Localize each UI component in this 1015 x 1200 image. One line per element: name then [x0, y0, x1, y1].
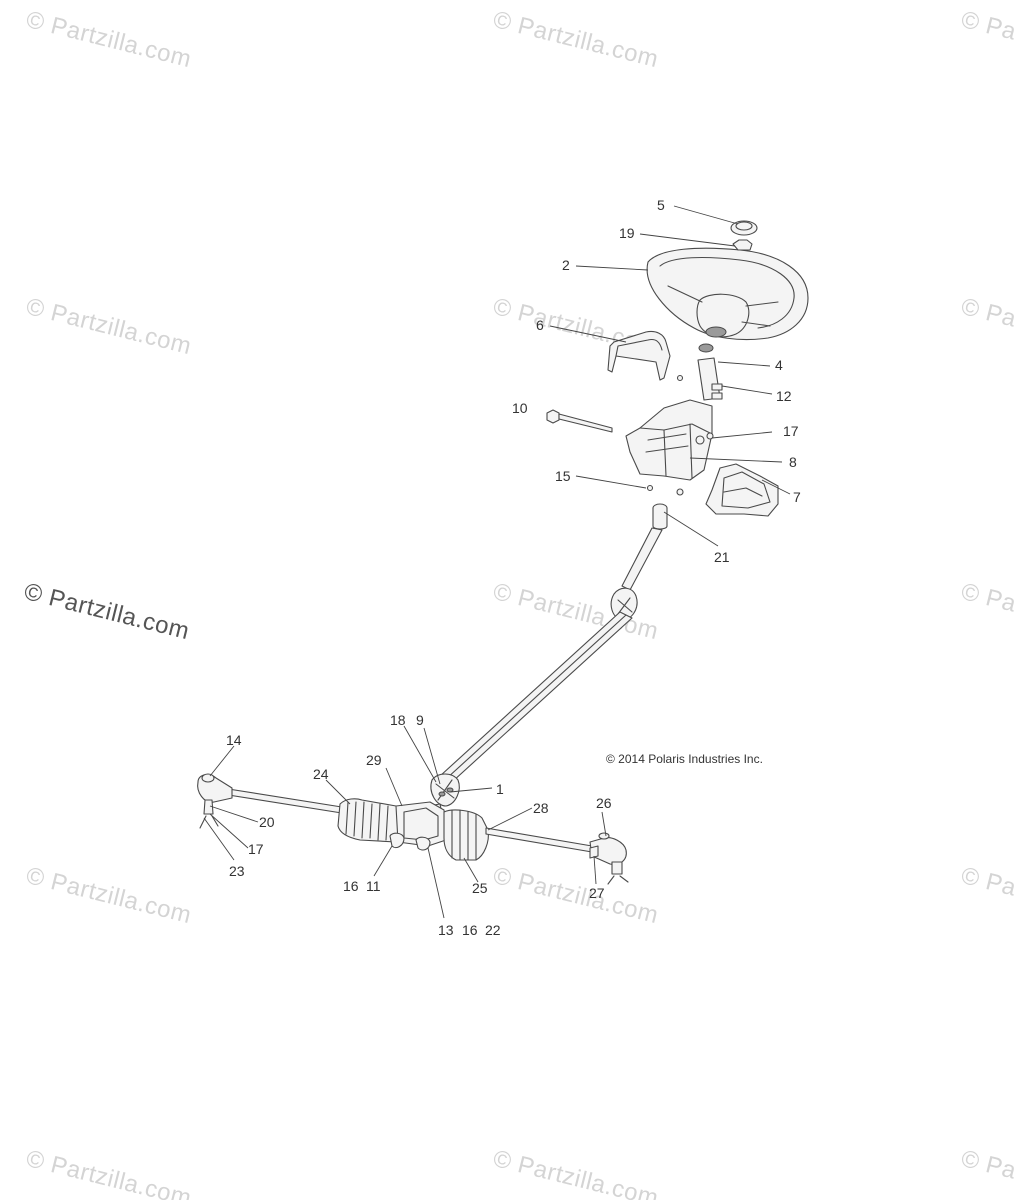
callout-17: 17 — [783, 423, 799, 439]
callout-27: 27 — [589, 885, 605, 901]
callout-11: 11 — [366, 878, 381, 894]
steering-rack — [197, 773, 629, 885]
callout-14: 14 — [226, 732, 242, 748]
steering-shaft — [439, 527, 663, 783]
callout-18: 18 — [390, 712, 406, 728]
steering-wheel — [646, 247, 809, 341]
callout-20: 20 — [259, 814, 275, 830]
callout-17b: 17 — [248, 841, 264, 857]
hub-cap — [730, 220, 758, 236]
callout-7: 7 — [793, 489, 801, 505]
callout-6: 6 — [536, 317, 544, 333]
column-clip — [676, 374, 723, 400]
callout-19: 19 — [619, 225, 635, 241]
column-bearing — [697, 343, 721, 401]
callouts: 5 19 2 6 4 12 10 17 8 15 7 21 18 9 1 14 … — [226, 197, 801, 938]
callout-2: 2 — [562, 257, 570, 273]
callout-15: 15 — [555, 468, 571, 484]
callout-29: 29 — [366, 752, 382, 768]
callout-16b: 16 — [462, 922, 478, 938]
callout-16: 16 — [343, 878, 359, 894]
wheel-nut — [732, 239, 753, 251]
callout-28: 28 — [533, 800, 549, 816]
callout-4: 4 — [775, 357, 783, 373]
callout-10: 10 — [512, 400, 528, 416]
column-cover — [607, 330, 671, 381]
lower-bearing — [652, 503, 668, 530]
callout-24: 24 — [313, 766, 329, 782]
copyright-note: © 2014 Polaris Industries Inc. — [606, 752, 763, 766]
callout-12: 12 — [776, 388, 792, 404]
leader-lines — [203, 205, 791, 919]
lower-cover — [705, 463, 779, 517]
column-bracket — [625, 399, 714, 496]
callout-5: 5 — [657, 197, 665, 213]
callout-25: 25 — [472, 880, 488, 896]
callout-23: 23 — [229, 863, 245, 879]
callout-26: 26 — [596, 795, 612, 811]
callout-21: 21 — [714, 549, 730, 565]
callout-9: 9 — [416, 712, 424, 728]
callout-8: 8 — [789, 454, 797, 470]
callout-1: 1 — [496, 781, 504, 797]
callout-13: 13 — [438, 922, 454, 938]
pivot-bolt — [546, 409, 613, 433]
callout-22: 22 — [485, 922, 501, 938]
